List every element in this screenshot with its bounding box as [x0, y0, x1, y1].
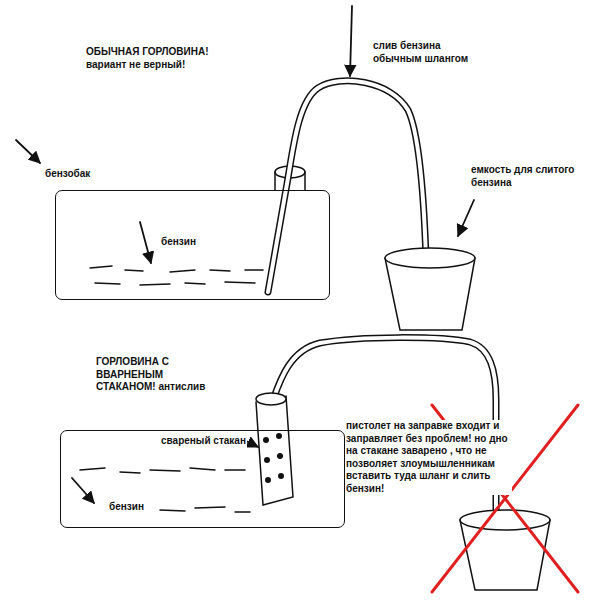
note-label: пистолет на заправке входит и заправляет…	[345, 420, 512, 495]
fuel-label: бензин	[108, 501, 145, 512]
bucket	[460, 510, 550, 590]
note-label: бензобак	[44, 168, 91, 181]
fuel-label: бензин	[160, 236, 197, 247]
note-label: слив бензина обычным шлангом	[372, 40, 484, 65]
welded-cup	[256, 393, 293, 505]
fuel-tank: бензин	[55, 190, 330, 300]
bucket	[385, 248, 475, 330]
note-label: ГОРЛОВИНА С ВВАРНЕНЫМ СТАКАНОМ! антислив	[95, 356, 219, 394]
note-label: свареный стакан	[160, 435, 247, 448]
note-label: емкость для слитого бензина	[470, 164, 582, 189]
fuel-waves	[90, 266, 263, 285]
note-label: ОБЫЧНАЯ ГОРЛОВИНА! вариант не верный!	[85, 46, 217, 71]
fuel-waves	[80, 468, 250, 512]
